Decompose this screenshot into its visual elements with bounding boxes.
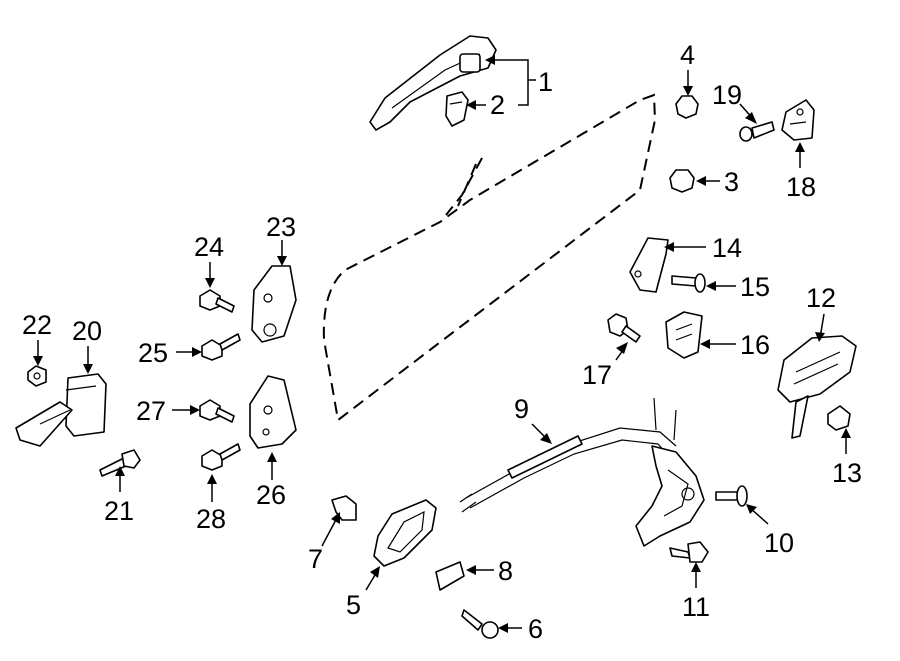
grommet-upper: [675, 95, 699, 119]
callout-25: 25: [138, 338, 168, 368]
callout-22: 22: [22, 310, 52, 340]
callout-20: 20: [72, 316, 102, 346]
callout-3: 3: [724, 167, 739, 197]
outside-handle: [369, 35, 497, 131]
door-striker: [781, 99, 815, 141]
callout-24: 24: [194, 232, 224, 262]
callout-13: 13: [832, 458, 862, 488]
latch-bolt: [669, 541, 709, 563]
check-nut: [27, 365, 47, 387]
callout-17: 17: [582, 360, 612, 390]
callout-16: 16: [740, 330, 770, 360]
latch-screw: [715, 485, 748, 507]
hinge-bolt-27: [199, 399, 235, 423]
callout-5: 5: [346, 590, 361, 620]
callout-1: 1: [538, 67, 553, 97]
callout-26: 26: [256, 480, 286, 510]
upper-hinge: [251, 265, 297, 343]
hinge-bolt-24: [199, 289, 235, 313]
callout-10: 10: [764, 528, 794, 558]
door-check: [15, 373, 107, 447]
hinge-bolt-28: [201, 443, 241, 471]
callout-6: 6: [528, 614, 543, 644]
check-bracket: [629, 237, 669, 293]
callout-9: 9: [514, 394, 529, 424]
lower-hinge: [249, 375, 297, 449]
callout-21: 21: [104, 496, 134, 526]
callout-23: 23: [266, 212, 296, 242]
lock-actuator: [777, 335, 857, 439]
lock-bolt: [607, 313, 641, 343]
callout-8: 8: [498, 556, 513, 586]
grommet-lower: [669, 169, 695, 193]
door-latch: [635, 445, 705, 547]
handle-screw: [461, 609, 499, 639]
callout-2: 2: [490, 90, 505, 120]
callout-28: 28: [196, 504, 226, 534]
bracket-bolt: [671, 273, 706, 293]
callout-12: 12: [806, 283, 836, 313]
handle-cover: [435, 561, 465, 591]
callout-7: 7: [308, 544, 323, 574]
callout-27: 27: [136, 396, 166, 426]
callout-1-bracket: [485, 55, 536, 106]
lock-cover: [665, 311, 703, 359]
door-glass-outline: [322, 93, 657, 422]
hinge-bolt-25: [201, 333, 241, 361]
callout-11: 11: [682, 592, 710, 622]
push-pin: [827, 405, 851, 431]
callout-18: 18: [786, 172, 816, 202]
callout-4: 4: [680, 40, 695, 70]
check-bolt: [99, 449, 141, 477]
handle-cap: [445, 91, 469, 127]
callout-15: 15: [740, 272, 770, 302]
lock-cables: [459, 397, 677, 513]
leader-arrows: [33, 70, 851, 633]
callout-19: 19: [712, 80, 742, 110]
striker-screw: [739, 121, 775, 142]
inside-handle: [373, 499, 437, 567]
callout-14: 14: [712, 233, 742, 263]
